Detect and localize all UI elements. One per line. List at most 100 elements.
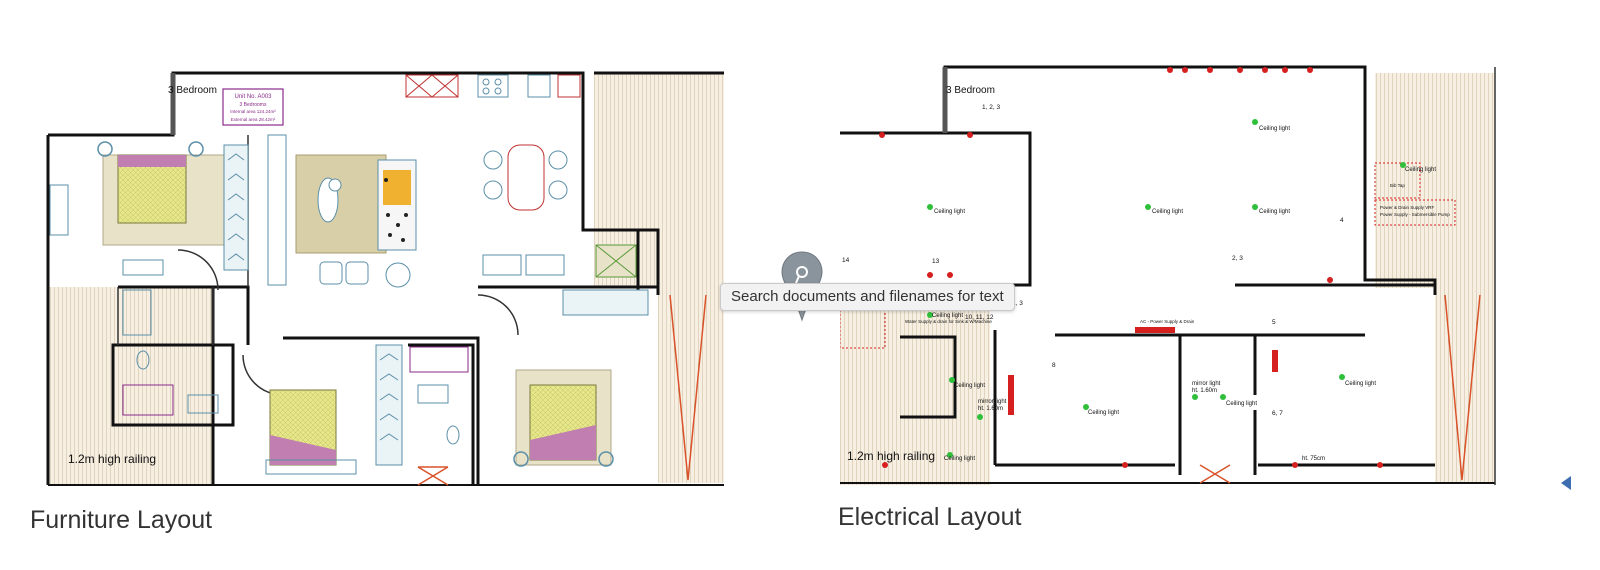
triangle-left-icon[interactable] — [1560, 475, 1572, 491]
circuit-8: 8 — [1052, 362, 1056, 369]
lamp — [513, 451, 529, 467]
water-supply-note: Water Supply & drain for Sink & W/Machin… — [905, 319, 992, 324]
svg-text:Ceiling light: Ceiling light — [944, 456, 975, 462]
ceiling-light-point: Ceiling light — [949, 377, 985, 389]
svg-text:Ceiling light: Ceiling light — [1345, 381, 1376, 387]
bib-tap-note: Bib Tap — [1390, 183, 1405, 188]
sofa-cushion — [383, 170, 411, 205]
furniture-floor-plan: Unit No. A003 3 Bedrooms Internal area 1… — [46, 71, 724, 486]
wardrobe-2 — [375, 344, 403, 466]
cabinet — [525, 254, 565, 276]
svg-text:Ceiling light: Ceiling light — [1152, 209, 1183, 215]
armchair — [345, 261, 369, 285]
dining-chairs — [483, 150, 568, 200]
lamp — [188, 141, 204, 157]
walls — [46, 71, 724, 486]
svg-text:Ceiling light: Ceiling light — [954, 383, 985, 389]
electrical-layout-caption: Electrical Layout — [838, 503, 1022, 531]
walls — [840, 65, 1496, 485]
bench-2 — [265, 459, 357, 475]
railing-label: 1.2m high railing — [68, 452, 156, 466]
unit-external-area: External area 28.42m² — [231, 117, 276, 122]
svg-text:mirror light: mirror light — [1192, 381, 1221, 387]
electrical-floor-plan: Power & Drain Supply VRF Power Supply - … — [840, 65, 1496, 485]
planter-cross — [595, 244, 637, 278]
terrace-right — [1375, 73, 1495, 288]
power-drain-note: Power & Drain Supply VRF — [1380, 205, 1435, 210]
ceiling-light-point: Ceiling light — [1400, 162, 1436, 173]
wardrobe-3 — [562, 289, 649, 316]
circuit-4: 4 — [1340, 217, 1344, 224]
svg-text:ht. 1.60m: ht. 1.60m — [978, 406, 1003, 412]
unit-no: Unit No. A003 — [234, 94, 272, 100]
lamp — [598, 451, 614, 467]
unit-internal-area: Internal area 124.24m² — [230, 109, 276, 114]
furniture-layout-caption: Furniture Layout — [30, 506, 213, 534]
ceiling-light-point: Ceiling light — [1252, 204, 1290, 215]
svg-text:ht. 1.60m: ht. 1.60m — [1192, 388, 1217, 394]
pouf — [385, 262, 411, 288]
bed-2-throw — [270, 435, 336, 465]
bathroom-2 — [409, 346, 469, 445]
terrace-left — [48, 287, 213, 485]
circuit-13: 13 — [932, 258, 940, 265]
ceiling-light-point: Ceiling light — [1252, 119, 1290, 132]
circuit-2-3: 2, 3 — [1232, 255, 1243, 262]
svg-text:Ceiling light: Ceiling light — [1226, 401, 1257, 407]
search-tooltip: Search documents and filenames for text — [720, 283, 1015, 311]
bench — [122, 259, 164, 276]
circuit-1-3: 1, 3 — [1012, 300, 1023, 307]
rug-living — [295, 154, 387, 254]
dining-table — [507, 144, 545, 211]
svg-text:Ceiling light: Ceiling light — [1259, 126, 1290, 132]
power-pump-note: Power Supply - Submersible Pump — [1380, 212, 1450, 217]
ceiling-light-point: Ceiling light — [1145, 204, 1183, 215]
ceiling-light-point: Ceiling light — [927, 204, 965, 215]
ceiling-light-point: Ceiling light — [944, 452, 975, 462]
svg-text:Ceiling light: Ceiling light — [932, 313, 963, 319]
armchair — [319, 261, 343, 285]
svg-text:Ceiling light: Ceiling light — [934, 209, 965, 215]
unit-bedrooms: 3 Bedrooms — [240, 102, 267, 108]
bathroom-1 — [122, 289, 219, 416]
room-label: 3 Bedroom — [168, 85, 217, 96]
ceiling-lights: Ceiling light Ceiling light Ceiling ligh… — [927, 119, 1436, 462]
svg-text:Ceiling light: Ceiling light — [1088, 410, 1119, 416]
note-box — [840, 309, 886, 349]
svg-text:Ceiling light: Ceiling light — [1405, 167, 1436, 173]
ceiling-light-point: Ceiling light — [927, 312, 963, 319]
ac-unit — [1272, 350, 1278, 372]
hangers-2 — [379, 353, 399, 441]
railing-red — [1199, 294, 1481, 484]
circuit-14: 14 — [842, 257, 850, 264]
ac-power-note: AC - Power Supply & Drain — [1140, 319, 1195, 324]
terrace-left — [840, 305, 990, 485]
lamp — [97, 141, 113, 157]
note-box — [1374, 199, 1456, 226]
ceiling-light-point: Ceiling light — [1220, 394, 1257, 407]
room-label: 3 Bedroom — [946, 85, 995, 96]
bed-1-headboard — [118, 155, 186, 167]
ac-unit — [1135, 327, 1175, 333]
ceiling-light-point: Ceiling light — [1083, 404, 1119, 416]
ac-unit — [1008, 375, 1014, 415]
tv-unit — [267, 134, 287, 286]
unit-box — [222, 88, 284, 126]
circuit-5: 5 — [1272, 319, 1276, 326]
side-table — [328, 178, 342, 192]
electrical-sockets — [879, 67, 1383, 468]
ht-75cm: ht. 75cm — [1302, 456, 1325, 462]
railing-red — [417, 294, 707, 486]
sofa-pattern — [384, 178, 408, 242]
svg-text:Ceiling light: Ceiling light — [1259, 209, 1290, 215]
circuit-1-2-3: 1, 2, 3 — [982, 104, 1000, 111]
svg-text:mirror light: mirror light — [978, 399, 1007, 405]
bed-3-throw — [530, 425, 596, 460]
desk — [49, 184, 69, 236]
railing-label: 1.2m high railing — [847, 449, 935, 463]
ceiling-light-point: Ceiling light — [1339, 374, 1376, 387]
hangers — [227, 153, 245, 261]
wardrobe-1 — [223, 144, 249, 271]
